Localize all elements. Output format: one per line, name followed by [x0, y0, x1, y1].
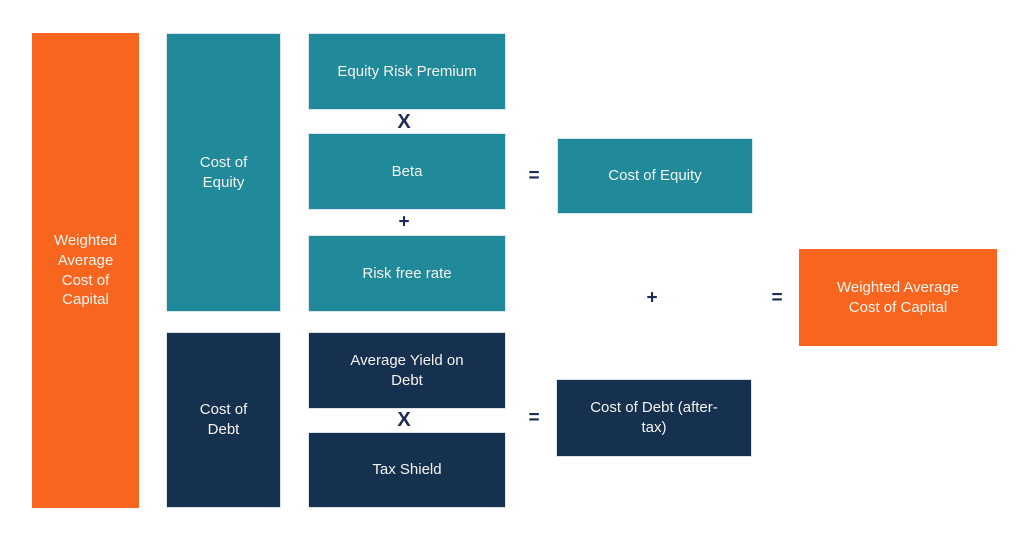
plus-operator-final: + — [646, 287, 658, 309]
risk-free-rate-label: Risk free rate — [362, 264, 452, 282]
equity-risk-premium-label: Equity Risk Premium — [337, 62, 477, 80]
cost-of-debt-result-box: Cost of Debt (after-tax) — [556, 379, 752, 457]
wacc-summary-label: Weighted Average Cost of Capital — [53, 231, 118, 309]
multiply-operator-equity: X — [397, 111, 411, 133]
risk-free-rate-box: Risk free rate — [308, 235, 506, 312]
equals-operator-debt: = — [528, 407, 540, 429]
equity-risk-premium-box: Equity Risk Premium — [308, 33, 506, 110]
equals-operator-final: = — [771, 287, 783, 309]
wacc-result-box: Weighted Average Cost of Capital — [799, 249, 997, 346]
plus-operator-equity: + — [398, 211, 410, 233]
multiply-operator-debt: X — [397, 409, 411, 431]
cost-of-debt-group-label: Cost of Debt — [199, 401, 248, 438]
cost-of-debt-result-label: Cost of Debt (after-tax) — [590, 399, 718, 436]
equals-operator-equity: = — [528, 165, 540, 187]
beta-label: Beta — [391, 162, 423, 180]
average-yield-on-debt-label: Average Yield on Debt — [350, 351, 464, 389]
cost-of-equity-result-box: Cost of Equity — [557, 138, 753, 214]
cost-of-equity-result-label: Cost of Equity — [608, 167, 702, 185]
average-yield-on-debt-box: Average Yield on Debt — [308, 332, 506, 409]
cost-of-equity-group-box: Cost of Equity — [166, 33, 281, 312]
wacc-summary-box: Weighted Average Cost of Capital — [32, 33, 139, 508]
cost-of-debt-group-box: Cost of Debt — [166, 332, 281, 508]
wacc-result-label: Weighted Average Cost of Capital — [836, 278, 960, 316]
beta-box: Beta — [308, 133, 506, 210]
tax-shield-label: Tax Shield — [372, 461, 442, 479]
cost-of-equity-group-label: Cost of Equity — [199, 153, 248, 191]
tax-shield-box: Tax Shield — [308, 432, 506, 508]
